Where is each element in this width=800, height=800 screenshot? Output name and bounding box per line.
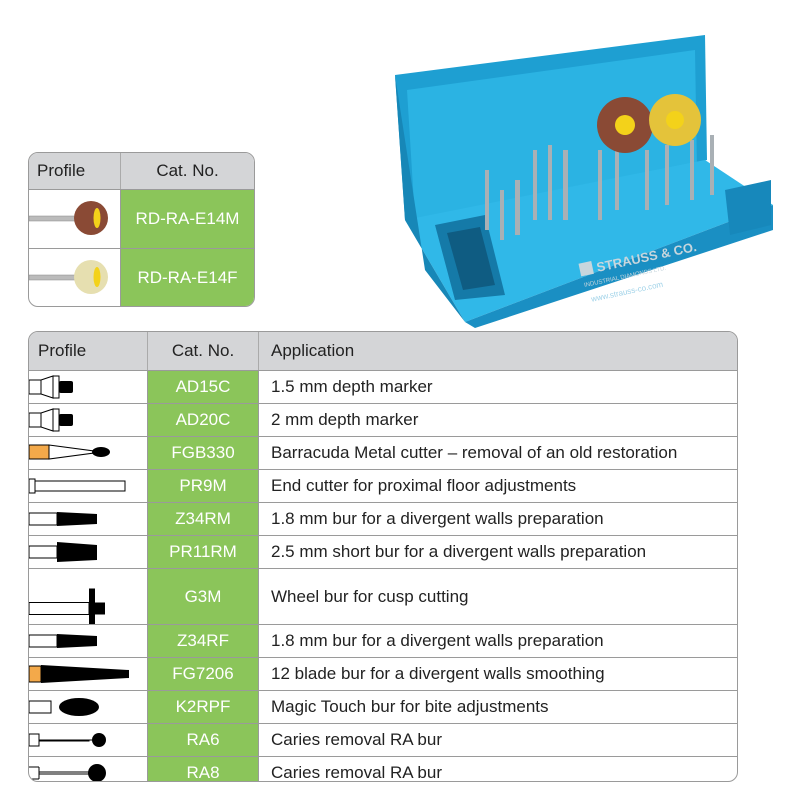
cat-no: FG7206 xyxy=(148,658,259,690)
cat-no: PR11RM xyxy=(148,536,259,568)
table-row: RD-RA-E14F xyxy=(29,248,254,306)
end-cutter-icon xyxy=(29,470,148,502)
table-row: FGB330 Barracuda Metal cutter – removal … xyxy=(29,436,737,469)
cat-no: AD15C xyxy=(148,371,259,403)
application: 2.5 mm short bur for a divergent walls p… xyxy=(271,542,647,561)
taper-bur-icon xyxy=(29,625,148,657)
application: Magic Touch bur for bite adjustments xyxy=(271,697,549,716)
table-row: FG7206 12 blade bur for a divergent wall… xyxy=(29,657,737,690)
application: Wheel bur for cusp cutting xyxy=(271,586,469,606)
beige-polishing-wheel-icon xyxy=(29,249,121,306)
pear-bur-icon xyxy=(29,437,148,469)
bur-table: Profile Cat. No. Application AD15C 1.5 m… xyxy=(28,331,738,782)
table-row: AD15C 1.5 mm depth marker xyxy=(29,370,737,403)
table-row: K2RPF Magic Touch bur for bite adjustmen… xyxy=(29,690,737,723)
egg-bur-icon xyxy=(29,691,148,723)
application: Caries removal RA bur xyxy=(271,762,443,782)
cat-no: RD-RA-E14F xyxy=(121,249,254,306)
cat-no: RA8 xyxy=(148,757,259,781)
cat-no: RD-RA-E14M xyxy=(121,190,254,248)
application: Caries removal RA bur xyxy=(271,730,443,749)
cat-no: Z34RM xyxy=(148,503,259,535)
table-row: PR11RM 2.5 mm short bur for a divergent … xyxy=(29,535,737,568)
bur-kit-box-image: STRAUSS & CO. INDUSTRIAL DIAMONDS LTD. w… xyxy=(395,35,773,328)
header-profile: Profile xyxy=(29,332,148,370)
table-row: Z34RM 1.8 mm bur for a divergent walls p… xyxy=(29,502,737,535)
header-cat-no: Cat. No. xyxy=(156,161,219,180)
application: 2 mm depth marker xyxy=(271,410,419,429)
brown-polishing-wheel-icon xyxy=(29,190,121,248)
strauss-logo-icon xyxy=(578,261,594,277)
table-row: RA6 Caries removal RA bur xyxy=(29,723,737,756)
round-bur-small-icon xyxy=(29,724,148,756)
round-bur-large-icon xyxy=(29,757,148,781)
application: 1.8 mm bur for a divergent walls prepara… xyxy=(271,631,604,650)
application: 1.5 mm depth marker xyxy=(271,377,433,396)
header-profile: Profile xyxy=(29,153,121,189)
application: 12 blade bur for a divergent walls smoot… xyxy=(271,664,605,683)
cat-no: AD20C xyxy=(148,404,259,436)
table-row: RD-RA-E14M xyxy=(29,189,254,248)
polishing-wheel-table: Profile Cat. No. RD-RA-E14M RD-RA-E14F xyxy=(28,152,255,307)
cat-no: K2RPF xyxy=(148,691,259,723)
cat-no: FGB330 xyxy=(148,437,259,469)
table-row: Z34RF 1.8 mm bur for a divergent walls p… xyxy=(29,624,737,657)
application: 1.8 mm bur for a divergent walls prepara… xyxy=(271,509,604,528)
application: Barracuda Metal cutter – removal of an o… xyxy=(271,443,678,462)
table-row: AD20C 2 mm depth marker xyxy=(29,403,737,436)
cat-no: PR9M xyxy=(148,470,259,502)
table-row: PR9M End cutter for proximal floor adjus… xyxy=(29,469,737,502)
blade-bur-icon xyxy=(29,658,148,690)
depth-marker-icon xyxy=(29,404,148,436)
header-application: Application xyxy=(271,341,355,360)
cat-no: G3M xyxy=(148,569,259,624)
cat-no: Z34RF xyxy=(148,625,259,657)
depth-marker-icon xyxy=(29,371,148,403)
table-header: Profile Cat. No. Application xyxy=(29,332,737,370)
application: End cutter for proximal floor adjustment… xyxy=(271,476,577,495)
taper-bur-icon xyxy=(29,503,148,535)
short-taper-bur-icon xyxy=(29,536,148,568)
wheel-bur-icon xyxy=(29,569,148,624)
cat-no: RA6 xyxy=(148,724,259,756)
table-row: G3M Wheel bur for cusp cutting xyxy=(29,568,737,624)
header-cat-no: Cat. No. xyxy=(148,332,259,370)
table-header: Profile Cat. No. xyxy=(29,153,254,189)
table-row: RA8 Caries removal RA bur xyxy=(29,756,737,782)
